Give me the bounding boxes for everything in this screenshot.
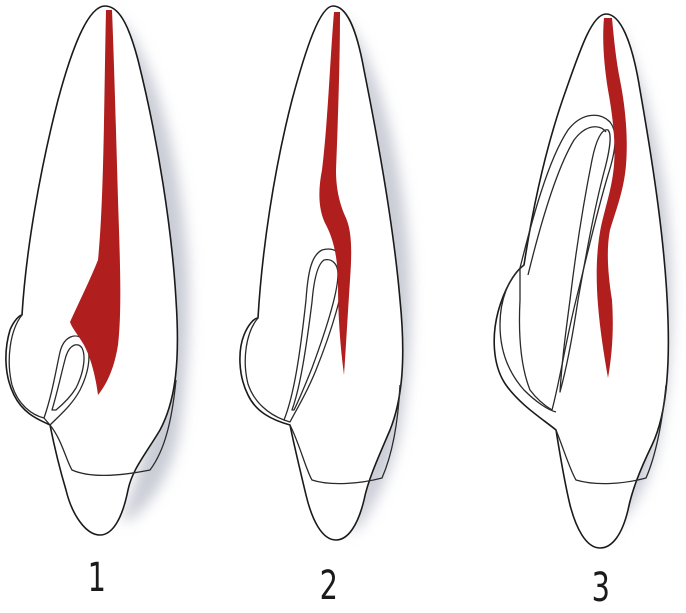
tooth-3 (494, 14, 671, 548)
figure-label-2: 2 (320, 566, 338, 606)
figure-label-1: 1 (88, 558, 106, 598)
tooth-1 (6, 6, 189, 535)
figure-label-3: 3 (592, 568, 610, 608)
tooth-2 (240, 6, 411, 540)
